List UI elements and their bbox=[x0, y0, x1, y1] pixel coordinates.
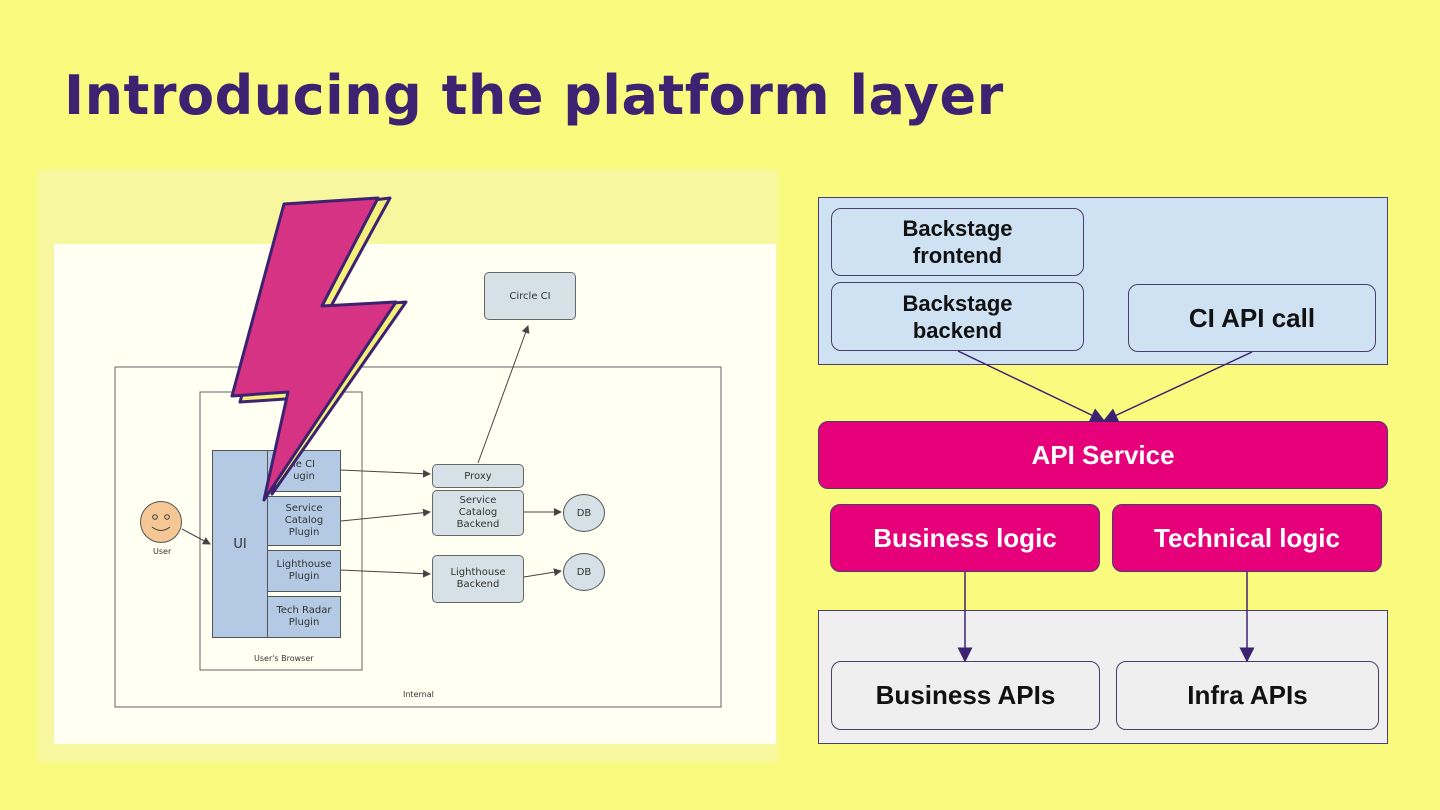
slide-title: Introducing the platform layer bbox=[64, 64, 1004, 127]
infra-apis-label: Infra APIs bbox=[1187, 680, 1308, 710]
technical-logic-label: Technical logic bbox=[1154, 522, 1340, 553]
proxy-node: Proxy bbox=[432, 464, 524, 488]
ui-label: UI bbox=[233, 536, 247, 552]
circle-ci-label: Circle CI bbox=[509, 290, 551, 302]
internal-boundary bbox=[114, 366, 722, 708]
plugin-lighthouse: Lighthouse Plugin bbox=[267, 550, 341, 592]
browser-label: User's Browser bbox=[254, 654, 314, 663]
ci-api-call-box: CI API call bbox=[1128, 284, 1376, 352]
api-service-label: API Service bbox=[1031, 439, 1175, 470]
backstage-frontend-box: Backstage frontend bbox=[831, 208, 1084, 276]
architecture-canvas: Circle CI Proxy Service Catalog Backend … bbox=[54, 244, 776, 744]
user-smiley-icon bbox=[140, 501, 182, 543]
service-catalog-backend-label: Service Catalog Backend bbox=[456, 495, 500, 530]
ui-block: UI bbox=[212, 450, 268, 638]
backstage-backend-box: Backstage backend bbox=[831, 282, 1084, 351]
plugin-service-catalog-label: Service Catalog Plugin bbox=[284, 503, 324, 538]
plugin-lighthouse-label: Lighthouse Plugin bbox=[276, 559, 332, 582]
db-node-lighthouse: DB bbox=[563, 553, 605, 591]
backstage-backend-label: Backstage backend bbox=[902, 290, 1013, 343]
infra-apis-box: Infra APIs bbox=[1116, 661, 1379, 730]
lighthouse-backend-label: Lighthouse Backend bbox=[450, 567, 506, 590]
business-logic-box: Business logic bbox=[830, 504, 1100, 572]
technical-logic-box: Technical logic bbox=[1112, 504, 1382, 572]
plugin-tech-radar-label: Tech Radar Plugin bbox=[276, 605, 332, 628]
internal-label: Internal bbox=[403, 690, 434, 699]
ci-api-call-label: CI API call bbox=[1188, 302, 1316, 333]
lightning-bolt-icon bbox=[230, 196, 408, 502]
business-logic-label: Business logic bbox=[873, 522, 1057, 553]
user-label: User bbox=[153, 547, 172, 556]
lighthouse-backend-node: Lighthouse Backend bbox=[432, 555, 524, 603]
circle-ci-node: Circle CI bbox=[484, 272, 576, 320]
db-label: DB bbox=[576, 507, 592, 519]
proxy-label: Proxy bbox=[464, 470, 492, 482]
db-label: DB bbox=[576, 566, 592, 578]
service-catalog-backend-node: Service Catalog Backend bbox=[432, 490, 524, 536]
plugin-service-catalog: Service Catalog Plugin bbox=[267, 496, 341, 546]
backstage-frontend-label: Backstage frontend bbox=[902, 216, 1013, 268]
architecture-screenshot: Circle CI Proxy Service Catalog Backend … bbox=[38, 170, 778, 762]
business-apis-box: Business APIs bbox=[831, 661, 1100, 730]
plugin-tech-radar: Tech Radar Plugin bbox=[267, 596, 341, 638]
api-service-box: API Service bbox=[818, 421, 1388, 489]
plugin-circle-ci-label: le CI ugin bbox=[292, 459, 316, 482]
db-node-catalog: DB bbox=[563, 494, 605, 532]
business-apis-label: Business APIs bbox=[875, 680, 1056, 710]
